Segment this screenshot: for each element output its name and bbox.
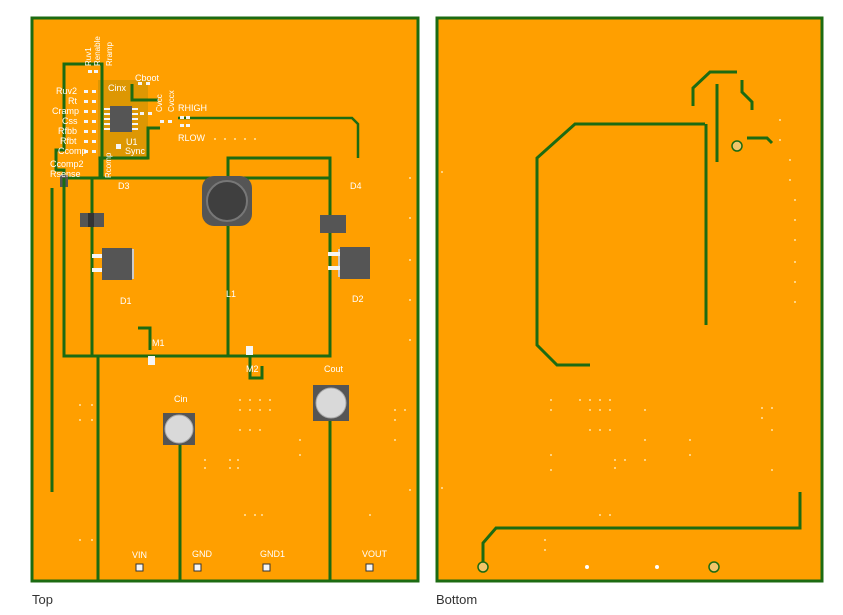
vout-pad — [365, 563, 374, 572]
top-trace-controller-bottom — [98, 126, 160, 178]
label-rramp: Rramp — [105, 41, 114, 66]
label-rsense: Rsense — [50, 169, 81, 179]
label-rhigh: RHIGH — [178, 103, 207, 113]
l1-inductor-core — [206, 180, 248, 222]
label-gnd1: GND1 — [260, 549, 285, 559]
bottom-traces — [481, 70, 802, 565]
d1-pin-b — [92, 268, 102, 272]
label-renable: Renable — [93, 36, 102, 66]
d1-pin-a — [92, 254, 102, 258]
bottom-via-dots — [441, 119, 796, 551]
bottom-view — [435, 16, 824, 583]
d1-dpak-body — [102, 248, 132, 280]
d2-pin-a — [328, 252, 340, 256]
gnd1-pad — [262, 563, 271, 572]
label-cinx: Cinx — [108, 83, 127, 93]
label-css: Css — [62, 116, 78, 126]
top-board — [30, 16, 420, 583]
label-d2: D2 — [352, 294, 364, 304]
label-rt: Rt — [68, 96, 77, 106]
d2-pin-b — [328, 266, 340, 270]
label-cin: Cin — [174, 394, 188, 404]
d4-diode — [320, 215, 346, 233]
label-ccomp: Ccomp — [58, 146, 87, 156]
top-trace-bottom-zones — [96, 176, 332, 580]
label-l1: L1 — [226, 289, 236, 299]
top-via-dots — [79, 138, 411, 541]
bottom-board — [435, 16, 824, 583]
top-view: Ruv1 Renable Rramp Ruv2 Rt Cramp Css Rfb… — [30, 16, 420, 583]
m2-pad — [246, 346, 253, 355]
vin-pad — [135, 563, 144, 572]
label-d1: D1 — [120, 296, 132, 306]
label-ruv2: Ruv2 — [56, 86, 77, 96]
top-caption: Top — [32, 592, 53, 607]
top-trace-rhigh-to-d4 — [178, 116, 360, 158]
label-u1: U1 — [126, 137, 138, 147]
label-cvccx: Cvccx — [167, 90, 176, 112]
label-cvcc: Cvcc — [155, 94, 164, 112]
label-vout: VOUT — [362, 549, 388, 559]
label-rcomp: Rcomp — [104, 152, 113, 178]
label-rfbb: Rfbb — [58, 126, 77, 136]
cout-capacitor-top — [315, 387, 347, 419]
d3-diode-band — [88, 213, 94, 227]
label-cboot: Cboot — [135, 73, 160, 83]
bottom-caption: Bottom — [436, 592, 478, 607]
label-cramp: Cramp — [52, 106, 79, 116]
label-ccomp2: Ccomp2 — [50, 159, 84, 169]
label-m2: M2 — [246, 364, 259, 374]
controller-passive-pads — [84, 70, 190, 153]
cin-capacitor-top — [164, 414, 194, 444]
label-sync: Sync — [125, 146, 146, 156]
label-cout: Cout — [324, 364, 344, 374]
label-d3: D3 — [118, 181, 130, 191]
gnd-pad — [193, 563, 202, 572]
label-rlow: RLOW — [178, 133, 206, 143]
top-silkscreen: Ruv1 Renable Rramp Ruv2 Rt Cramp Css Rfb… — [50, 36, 388, 560]
u1-pins — [104, 108, 138, 130]
label-d4: D4 — [350, 181, 362, 191]
label-ruv1: Ruv1 — [84, 47, 93, 66]
label-gnd: GND — [192, 549, 213, 559]
top-controller-copper-outline — [54, 62, 104, 180]
label-vin: VIN — [132, 550, 147, 560]
m1-pad — [148, 356, 155, 365]
bottom-vias-large — [477, 140, 743, 573]
top-trace-cboot — [130, 84, 158, 102]
label-rfbt: Rfbt — [60, 136, 77, 146]
label-m1: M1 — [152, 338, 165, 348]
top-trace-m2 — [248, 356, 264, 380]
u1-ic — [110, 106, 132, 132]
top-trace-m1 — [138, 326, 152, 350]
d2-dpak-body — [340, 247, 370, 279]
